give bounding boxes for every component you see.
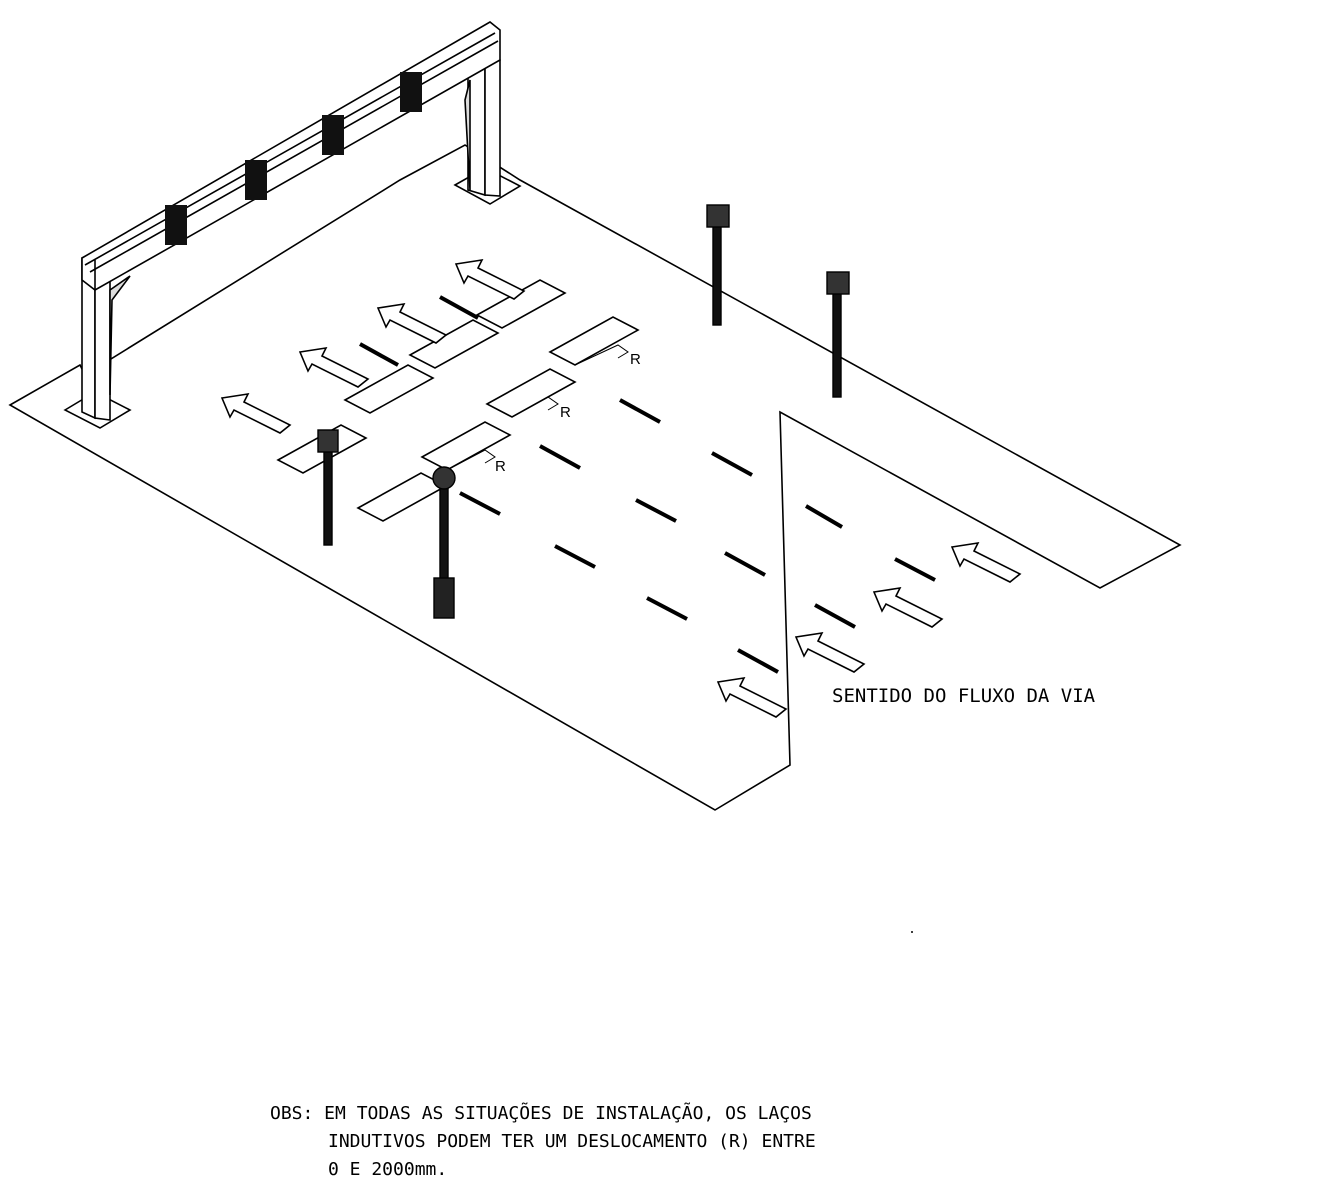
- offset-label-r: R: [630, 351, 641, 368]
- offset-label-r: R: [560, 404, 571, 421]
- installation-note: OBS: EM TODAS AS SITUAÇÕES DE INSTALAÇÃO…: [270, 1100, 816, 1184]
- gantry-sensor-icon: [322, 115, 344, 155]
- gantry-sensor-icon: [245, 160, 267, 200]
- gantry: [63, 21, 522, 429]
- roadside-poles: [317, 204, 850, 619]
- arrow-icon: [872, 586, 944, 628]
- note-line: 0 E 2000mm.: [328, 1159, 448, 1180]
- note-line: OBS: EM TODAS AS SITUAÇÕES DE INSTALAÇÃO…: [270, 1103, 812, 1124]
- arrow-icon: [376, 302, 448, 344]
- camera-icon: [317, 429, 339, 453]
- lane-markings: [359, 295, 936, 674]
- flow-direction-label: SENTIDO DO FLUXO DA VIA: [832, 685, 1096, 707]
- inductive-loop: [548, 316, 640, 366]
- arrow-icon: [454, 258, 526, 300]
- arrow-icon: [298, 346, 370, 388]
- pole: [832, 291, 842, 398]
- gantry-beam: [81, 21, 501, 291]
- inductive-loop: [408, 319, 500, 369]
- gantry-sensors: [165, 72, 422, 245]
- direction-arrows: [220, 258, 1022, 718]
- pole: [712, 224, 722, 326]
- inductive-loop: [343, 364, 435, 414]
- gantry-sensor-icon: [400, 72, 422, 112]
- pole: [323, 444, 333, 546]
- note-line: INDUTIVOS PODEM TER UM DESLOCAMENTO (R) …: [328, 1131, 816, 1152]
- arrow-icon: [716, 676, 788, 718]
- camera-icon: [432, 466, 456, 490]
- cabinet-icon: [433, 577, 455, 619]
- arrow-icon: [950, 541, 1022, 583]
- inductive-loop: [485, 368, 577, 418]
- offset-label-r: R: [495, 458, 506, 475]
- arrow-icon: [794, 631, 866, 673]
- camera-icon: [826, 271, 850, 295]
- inductive-loops: [276, 279, 640, 522]
- camera-icon: [706, 204, 730, 228]
- gantry-sensor-icon: [165, 205, 187, 245]
- inductive-loop: [420, 421, 512, 471]
- arrow-icon: [220, 392, 292, 434]
- offset-dimensions: [446, 344, 629, 471]
